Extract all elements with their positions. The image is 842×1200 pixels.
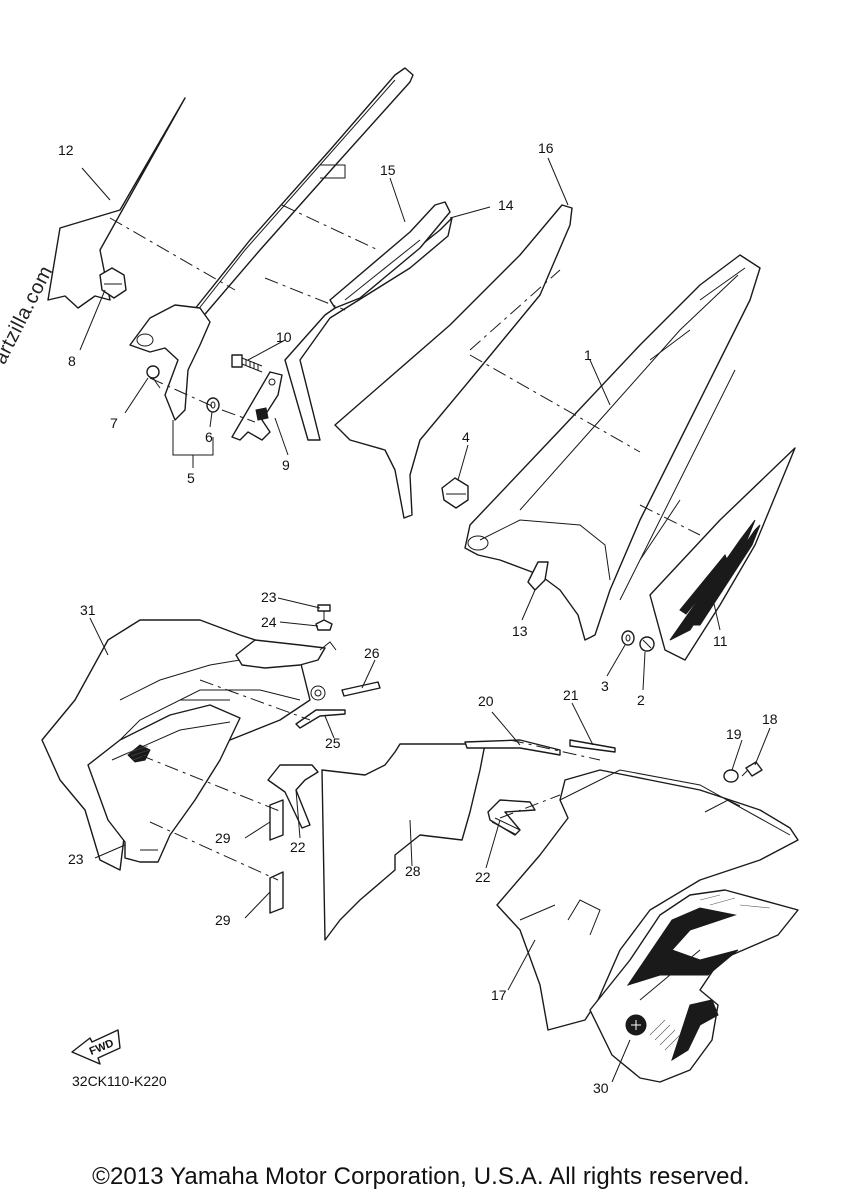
part-2-screw — [639, 636, 655, 652]
callout-11: 11 — [713, 633, 728, 649]
callout-29-lower: 29 — [215, 912, 231, 928]
part-11-decal — [649, 447, 796, 661]
callout-13: 13 — [512, 623, 528, 639]
callout-24: 23 — [261, 589, 277, 605]
callout-2: 2 — [637, 692, 645, 708]
callout-12: 12 — [58, 142, 74, 158]
callout-31: 31 — [80, 602, 96, 618]
callout-16: 16 — [538, 140, 554, 156]
callout-9: 9 — [282, 457, 290, 473]
callout-27: 26 — [364, 645, 380, 661]
copyright-notice: ©2013 Yamaha Motor Corporation, U.S.A. A… — [92, 1163, 750, 1190]
callout-1: 1 — [584, 347, 592, 363]
part-4-clip — [441, 477, 469, 509]
part-29-pad-lower — [269, 871, 284, 914]
callout-30: 30 — [593, 1080, 609, 1096]
callout-7: 7 — [110, 415, 118, 431]
callout-29-upper: 29 — [215, 830, 231, 846]
callout-10: 10 — [276, 329, 292, 345]
part-17-shroud — [496, 769, 799, 1031]
part-13-tab — [527, 561, 549, 591]
part-23-inner-panel — [87, 704, 241, 863]
callout-5: 5 — [187, 470, 195, 486]
part-27-strip — [341, 681, 381, 697]
part-22-clip-right — [487, 799, 536, 836]
callout-22-right: 22 — [475, 869, 491, 885]
part-26-strip — [295, 709, 346, 729]
callout-26: 25 — [325, 735, 341, 751]
part-15-trim — [329, 201, 451, 309]
callout-19: 19 — [726, 726, 742, 742]
callout-28: 28 — [405, 863, 421, 879]
part-3-washer — [621, 630, 635, 646]
callout-23: 23 — [68, 851, 84, 867]
callout-22-left: 22 — [290, 839, 306, 855]
part-1-side-cover — [464, 254, 761, 641]
part-16-large-panel — [334, 204, 573, 519]
part-19-washer — [723, 769, 739, 783]
callout-14: 14 — [498, 197, 514, 213]
callout-4: 4 — [462, 429, 470, 445]
seat-rail — [129, 67, 414, 421]
part-29-pad-upper — [269, 799, 284, 841]
part-10-bolt — [231, 354, 263, 373]
part-7-screw — [146, 365, 161, 389]
part-20-strip — [464, 739, 561, 756]
callout-20: 20 — [478, 693, 494, 709]
part-6-washer — [206, 397, 220, 413]
callout-17: 17 — [491, 987, 507, 1003]
part-28-flat-panel — [321, 743, 486, 941]
reference-code: 32CK110-K220 — [72, 1073, 167, 1089]
center-lines — [109, 204, 701, 881]
callout-18: 18 — [762, 711, 778, 727]
part-30-decal — [589, 889, 799, 1083]
callout-25: 24 — [261, 614, 277, 630]
callout-numbers: 12 15 14 16 1 10 8 7 6 5 9 4 13 3 2 11 3… — [58, 140, 778, 1096]
callout-8: 8 — [68, 353, 76, 369]
fwd-arrow-icon: FWD — [71, 1029, 121, 1065]
callout-21: 21 — [563, 687, 579, 703]
leader-lines — [79, 157, 771, 1083]
part-8-clip — [99, 267, 127, 299]
callout-15: 15 — [380, 162, 396, 178]
part-21-strip — [569, 739, 616, 753]
callout-6: 6 — [205, 429, 213, 445]
shroud-mount-tab — [235, 639, 337, 701]
part-9-bracket — [231, 371, 283, 441]
part-24-screw — [317, 604, 331, 620]
part-18-screw — [741, 761, 763, 777]
part-25-nut — [315, 619, 333, 631]
callout-3: 3 — [601, 678, 609, 694]
part-22-clip-left — [267, 764, 319, 829]
